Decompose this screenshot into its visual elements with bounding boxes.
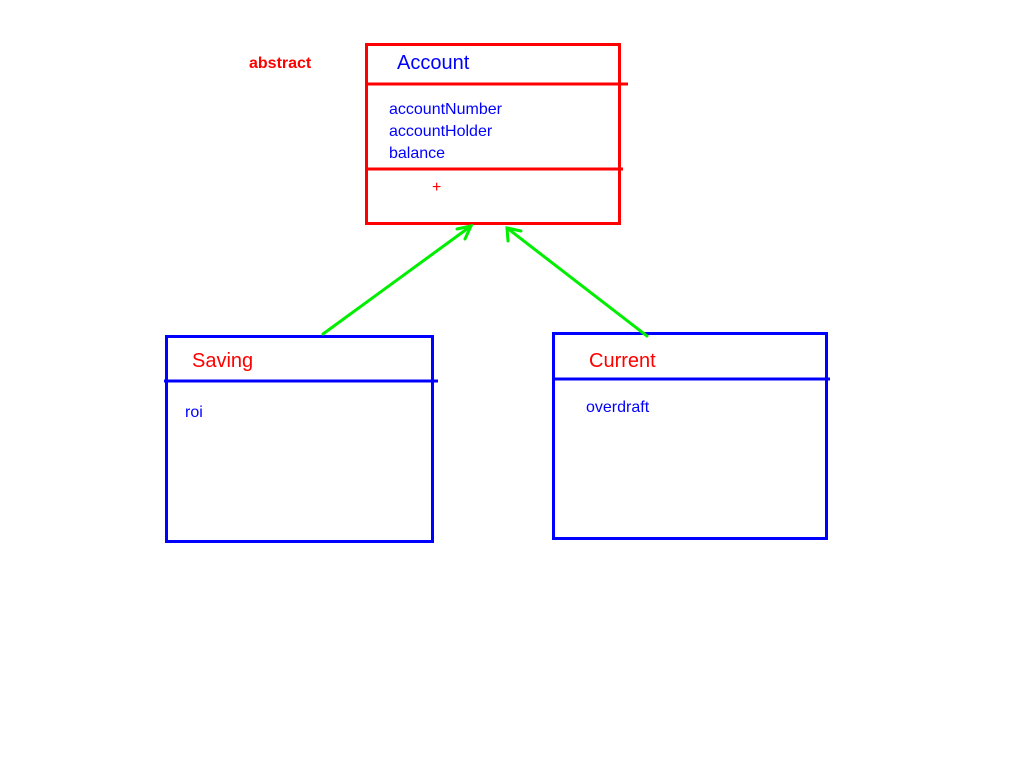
inheritance-arrow-saving[interactable] bbox=[321, 223, 474, 336]
inheritance-arrow-current-shaft bbox=[505, 226, 649, 338]
abstract-stereotype-label: abstract bbox=[249, 55, 312, 72]
account-attribute-account-holder: accountHolder bbox=[389, 123, 493, 140]
current-class-box[interactable] bbox=[552, 332, 830, 540]
current-class-border bbox=[552, 332, 828, 540]
saving-attribute-roi: roi bbox=[185, 404, 203, 421]
account-class-box[interactable] bbox=[365, 43, 628, 225]
saving-class-name: Saving bbox=[192, 350, 254, 372]
inheritance-arrow-current[interactable] bbox=[505, 226, 649, 338]
account-attribute-balance: balance bbox=[389, 145, 446, 162]
account-class-border bbox=[365, 43, 621, 225]
account-attribute-account-number: accountNumber bbox=[389, 101, 502, 118]
current-class-name: Current bbox=[589, 350, 656, 372]
inheritance-arrow-saving-shaft bbox=[321, 224, 473, 336]
account-class-name: Account bbox=[397, 52, 470, 74]
account-operation-plus: + bbox=[432, 179, 442, 196]
inheritance-arrow-current-head bbox=[505, 226, 523, 243]
saving-class-box[interactable] bbox=[164, 335, 438, 543]
inheritance-arrow-saving-head bbox=[455, 223, 474, 241]
saving-class-border bbox=[165, 335, 434, 543]
current-attribute-overdraft: overdraft bbox=[586, 399, 650, 416]
